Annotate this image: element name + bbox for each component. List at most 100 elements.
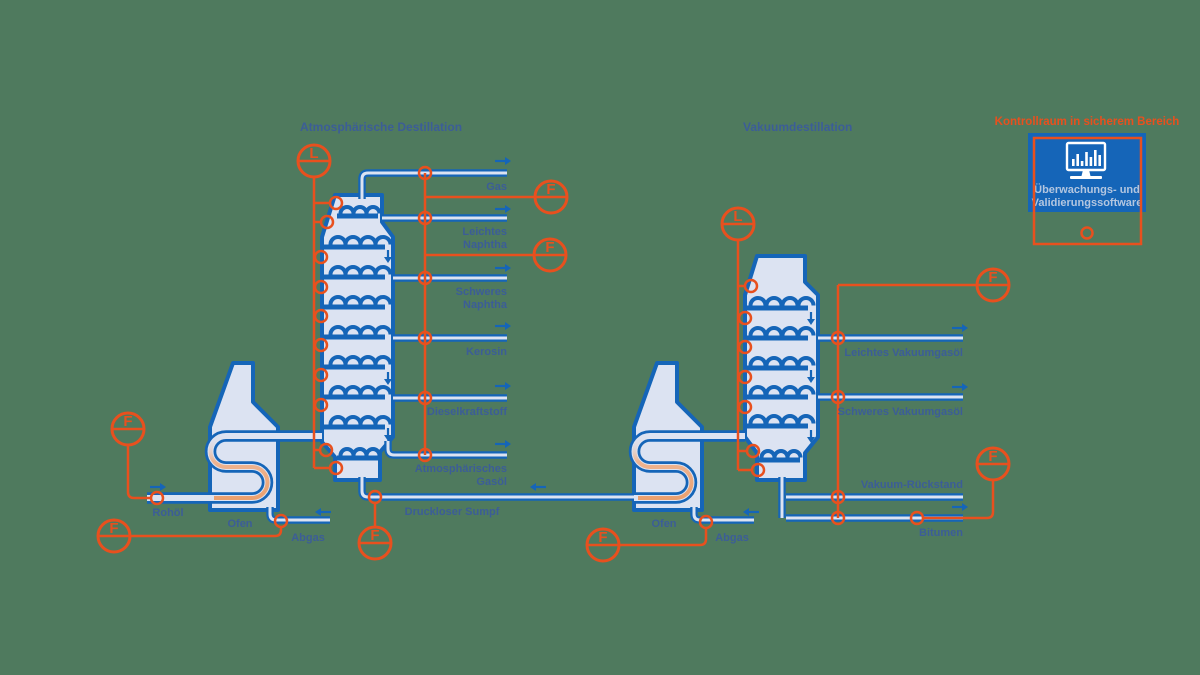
level-indicator: L bbox=[296, 143, 332, 179]
crude-feed-label: Rohöl bbox=[152, 507, 183, 519]
bubble-cap bbox=[328, 355, 348, 365]
furnace-1-label: Ofen bbox=[227, 518, 252, 530]
monitor-bar-chart bbox=[1070, 150, 1102, 179]
software-label-1: Überwachungs- und bbox=[1034, 183, 1140, 196]
indicator-letter: L bbox=[309, 145, 318, 162]
bubble-cap bbox=[343, 325, 363, 335]
bubble-cap bbox=[343, 415, 363, 425]
bubble-cap bbox=[328, 235, 348, 245]
flow-arrowhead bbox=[505, 440, 511, 448]
bubble-cap bbox=[358, 325, 378, 335]
coil-2-heat-glow bbox=[632, 434, 700, 500]
bubble-cap bbox=[764, 385, 784, 395]
bubble-cap bbox=[796, 296, 816, 306]
down-flow-arrowhead bbox=[384, 379, 392, 385]
control-room-title: Kontrollraum in sicherem Bereich bbox=[995, 116, 1180, 128]
bubble-cap bbox=[343, 265, 363, 275]
flow-arrowhead bbox=[962, 324, 968, 332]
bubble-cap bbox=[764, 296, 784, 306]
bubble-cap bbox=[358, 235, 378, 245]
tap-connector-ring bbox=[313, 279, 329, 295]
bubble-cap bbox=[796, 414, 816, 424]
vacuum-title: Vakuumdestillation bbox=[743, 120, 852, 134]
indicator-letter: F bbox=[598, 529, 607, 546]
flow-indicator: F bbox=[585, 527, 621, 563]
tap-connector-ring bbox=[328, 195, 344, 211]
tap-connector-ring bbox=[745, 443, 761, 459]
flow-indicator: F bbox=[110, 411, 146, 447]
tap-connector-ring bbox=[313, 249, 329, 265]
indicator-letter: F bbox=[545, 239, 554, 256]
gas-label: Gas bbox=[486, 181, 507, 193]
bubble-cap bbox=[748, 356, 768, 366]
bubble-cap bbox=[343, 235, 363, 245]
tray bbox=[747, 335, 808, 341]
down-flow-arrowhead bbox=[384, 257, 392, 263]
flow-arrowhead bbox=[505, 264, 511, 272]
bubble-cap bbox=[328, 295, 348, 305]
tap-connector-ring bbox=[830, 489, 846, 505]
flow-indicator: F bbox=[975, 267, 1011, 303]
column-trays bbox=[324, 205, 816, 463]
atmospheric-title: Atmosphärische Destillation bbox=[300, 120, 462, 134]
bubble-cap bbox=[328, 325, 348, 335]
software-label-2: Validierungssoftware bbox=[1032, 197, 1143, 209]
tap-connector-ring bbox=[417, 390, 433, 406]
bitumen-label: Bitumen bbox=[919, 527, 963, 539]
tap-connector-ring bbox=[417, 330, 433, 346]
diesel-label: Dieselkraftstoff bbox=[427, 406, 507, 418]
tap-connector-ring bbox=[417, 210, 433, 226]
bubble-cap bbox=[764, 326, 784, 336]
gasoil-label-2: Gasöl bbox=[476, 476, 507, 488]
furnace-2-label: Ofen bbox=[651, 518, 676, 530]
tap-connector-ring bbox=[909, 510, 925, 526]
bubble-cap bbox=[373, 295, 393, 305]
tap-connector-ring bbox=[417, 447, 433, 463]
flow-arrowhead bbox=[530, 483, 536, 491]
bubble-cap bbox=[343, 355, 363, 365]
bubble-cap bbox=[358, 415, 378, 425]
tap-connector-ring bbox=[830, 330, 846, 346]
flow-arrowhead bbox=[160, 483, 166, 491]
flow-arrowhead bbox=[505, 382, 511, 390]
tray bbox=[324, 304, 385, 310]
tap-connector-ring bbox=[367, 489, 383, 505]
bubble-cap bbox=[358, 295, 378, 305]
bubble-cap bbox=[748, 326, 768, 336]
bubble-cap bbox=[358, 355, 378, 365]
control-room: Kontrollraum in sicherem Bereich Überwac… bbox=[995, 116, 1180, 246]
bubble-cap bbox=[343, 385, 363, 395]
flue-gas-1-label: Abgas bbox=[291, 532, 325, 544]
tray bbox=[324, 394, 385, 400]
bubble-cap bbox=[373, 355, 393, 365]
flue-gas-2-label: Abgas bbox=[715, 532, 749, 544]
flow-indicator: F bbox=[533, 179, 569, 215]
bubble-cap bbox=[358, 265, 378, 275]
monitor-icon bbox=[1065, 141, 1107, 179]
gasoil-label-1: Atmosphärisches bbox=[415, 463, 507, 475]
tablet-home-button bbox=[1080, 226, 1094, 240]
gas-line bbox=[360, 171, 507, 199]
bubble-cap bbox=[358, 385, 378, 395]
bubble-cap bbox=[343, 295, 363, 305]
tap-connectors bbox=[149, 165, 925, 530]
indicator-letter: F bbox=[546, 181, 555, 198]
tap-connector-ring bbox=[737, 369, 753, 385]
tablet-frame bbox=[1032, 136, 1143, 246]
tap-connector-ring bbox=[313, 308, 329, 324]
tap-connector-ring bbox=[273, 513, 289, 529]
flow-arrowhead bbox=[743, 508, 749, 516]
tray bbox=[324, 244, 385, 250]
bubble-cap bbox=[748, 414, 768, 424]
bubble-cap bbox=[796, 326, 816, 336]
tap-connector-ring bbox=[318, 442, 334, 458]
tray bbox=[324, 334, 385, 340]
flow-indicator: F bbox=[975, 446, 1011, 482]
bubble-cap bbox=[328, 265, 348, 275]
bubble-cap bbox=[796, 356, 816, 366]
bottoms-label: Druckloser Sumpf bbox=[405, 506, 500, 518]
bubble-cap bbox=[764, 414, 784, 424]
